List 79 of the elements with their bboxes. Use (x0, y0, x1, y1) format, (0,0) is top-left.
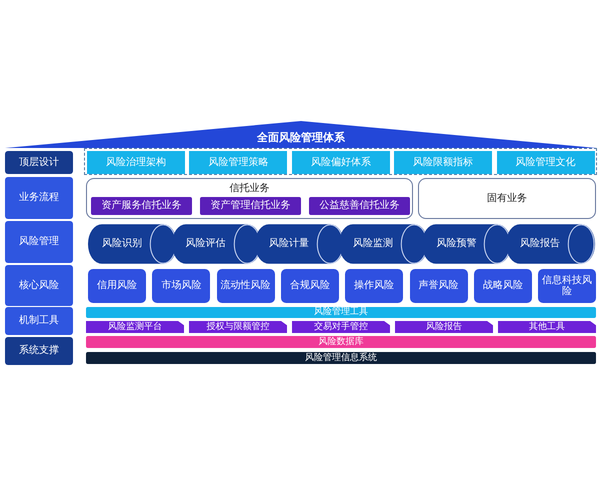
element-box (87, 151, 185, 174)
box-label: 战略风险 (482, 280, 523, 292)
cylinder-stage (422, 224, 512, 264)
box-label: 风险监测 (352, 238, 393, 250)
box-label: 风险管理文化 (516, 156, 576, 168)
box-label: 顶层设计 (19, 156, 59, 168)
box-label: 风险评估 (186, 238, 226, 250)
box-label: 风险治理架构 (106, 156, 166, 168)
box-label: 资产管理信托业务 (210, 200, 290, 212)
cylinder-stage (172, 224, 261, 264)
box-label: 风险偏好体系 (310, 156, 371, 168)
box-label: 系统支撑 (19, 345, 59, 357)
row-label (5, 337, 73, 365)
tool-tab (395, 321, 493, 333)
box-label: 市场风险 (161, 280, 202, 292)
box-label: 风险预警 (436, 238, 476, 250)
box-label: 风险计量 (269, 238, 310, 250)
business-box (91, 197, 192, 215)
box-label: 公益慈善信托业务 (320, 200, 400, 212)
risk-box (410, 269, 468, 303)
row-label (5, 221, 73, 263)
risk-box (538, 269, 596, 303)
box-label: 信息科技风险 (541, 274, 594, 298)
system-bar (86, 352, 596, 364)
risk-box (474, 269, 532, 303)
box-label: 声誉风险 (418, 280, 458, 292)
box-label: 风险识别 (102, 238, 142, 250)
element-box (394, 151, 492, 174)
row-label (5, 151, 73, 174)
group-panel (86, 178, 413, 219)
element-box (189, 151, 288, 174)
box-label: 合规风险 (290, 280, 330, 292)
cylinder-stage (506, 224, 595, 264)
box-label: 风险管理 (19, 236, 59, 248)
tool-tab (498, 321, 596, 333)
database-bar (86, 336, 596, 348)
box-label: 风险管理策略 (208, 156, 268, 168)
cylinder-stage (255, 224, 344, 264)
box-label: 流动性风险 (220, 280, 271, 292)
box-label: 风险数据库 (318, 338, 364, 346)
box-label: 风险报告 (426, 322, 462, 332)
risk-box (88, 269, 146, 303)
box-label: 业务流程 (19, 192, 59, 204)
group-title: 信托业务 (230, 183, 270, 194)
tool-tab (292, 321, 390, 333)
cylinder-stage (88, 224, 177, 264)
box-label: 授权与限额管控 (206, 322, 270, 332)
row-label (5, 307, 73, 335)
box-label: 资产服务信托业务 (102, 200, 182, 212)
box-label: 核心风险 (19, 280, 59, 292)
box-label: 交易对手管控 (314, 322, 368, 332)
box-label: 机制工具 (19, 315, 59, 327)
business-box (309, 197, 410, 215)
box-label: 风险监测平台 (108, 322, 162, 332)
box-label: 风险管理工具 (314, 308, 368, 317)
tool-tab (86, 321, 184, 333)
tool-tab (189, 321, 287, 333)
risk-box (216, 269, 275, 303)
business-box (200, 197, 301, 215)
row-label (5, 265, 73, 306)
roof-banner (5, 121, 597, 148)
risk-box (152, 269, 210, 303)
box-label: 全面风险管理体系 (257, 132, 345, 145)
box-label: 其他工具 (529, 322, 565, 332)
risk-box (280, 269, 339, 303)
cylinder-stage (338, 224, 428, 264)
box-label: 风险限额指标 (413, 156, 474, 168)
box-label: 风险管理信息系统 (305, 354, 377, 362)
element-box (292, 151, 390, 174)
tool-bar (86, 307, 596, 318)
box-label: 风险报告 (520, 238, 560, 250)
risk-box (345, 269, 404, 303)
element-box (496, 151, 595, 174)
box-label: 操作风险 (354, 280, 394, 292)
group-title: 固有业务 (487, 192, 527, 204)
box-label: 信用风险 (97, 280, 137, 292)
group-panel (418, 178, 596, 219)
dashed-frame (84, 148, 597, 175)
row-label (5, 177, 73, 219)
